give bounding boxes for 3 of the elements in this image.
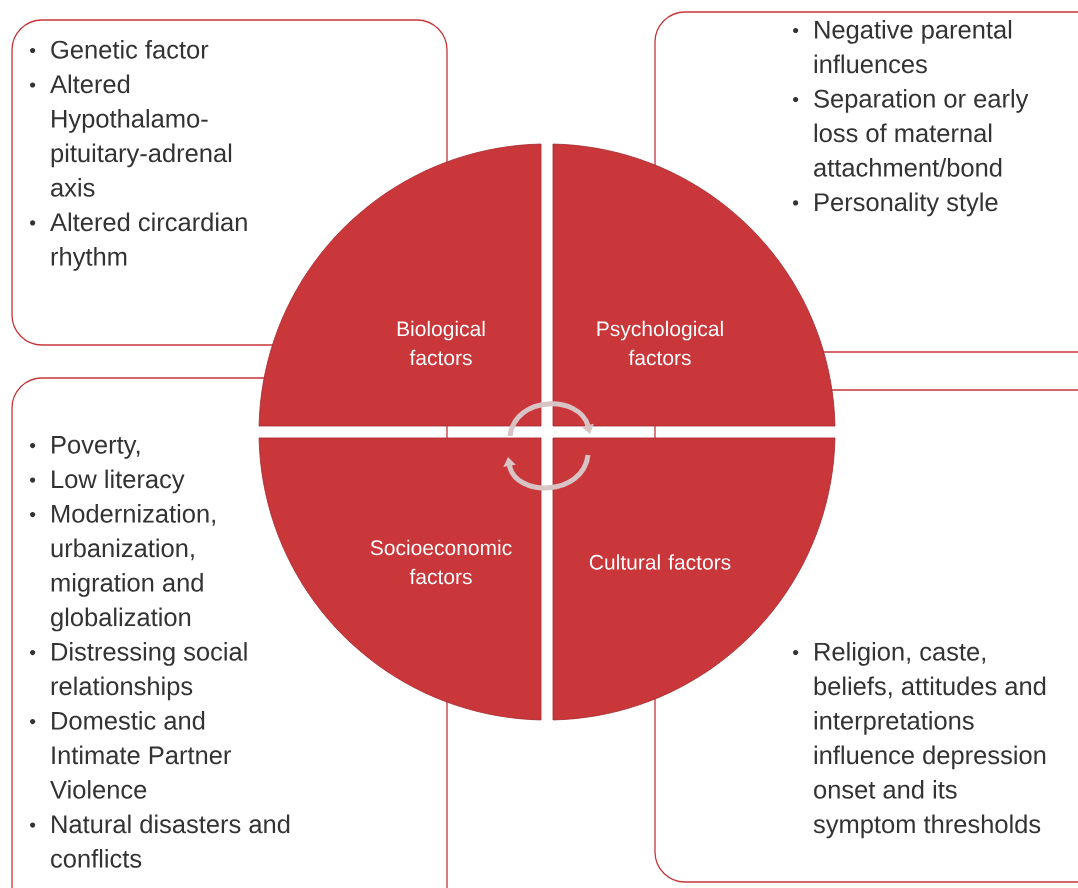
quadrant: Socioeconomic factors (258, 437, 542, 721)
cycle-arrow (503, 454, 591, 491)
quadrant: Biological factors (258, 143, 542, 427)
